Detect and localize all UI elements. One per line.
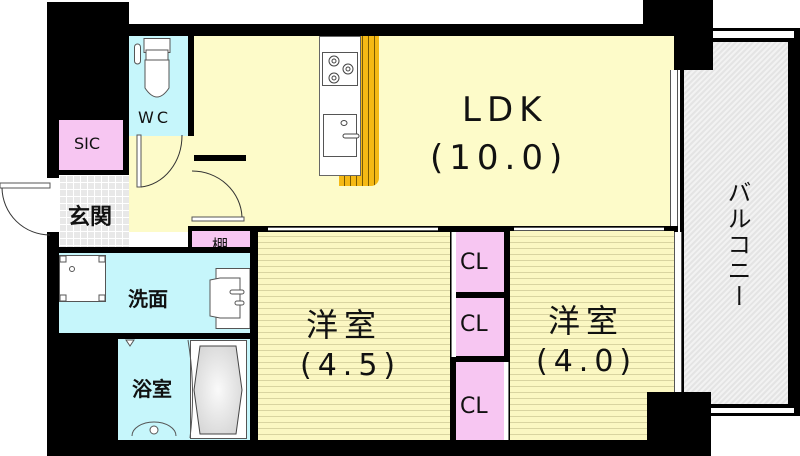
western-room-1-label: 洋室 xyxy=(306,306,383,344)
western-room-2-size: (4.0) xyxy=(536,344,638,379)
gas-stove-icon xyxy=(322,52,358,86)
washing-machine-pan-icon xyxy=(59,255,106,302)
closet-3-label: CL xyxy=(460,394,488,419)
ldk-door-swing[interactable] xyxy=(190,167,246,222)
closet-2 xyxy=(456,298,504,356)
balcony xyxy=(684,42,788,404)
structural-column-bottom-right-front xyxy=(647,392,711,456)
ldk-label: LDK xyxy=(462,90,548,130)
western-room-2-sliding-door[interactable] xyxy=(514,227,664,231)
kitchen-sink-icon xyxy=(323,114,360,157)
western-room-2 xyxy=(510,231,674,440)
western-room-2-balcony-window[interactable] xyxy=(674,232,682,392)
bathtub-icon xyxy=(190,340,247,439)
ldk-size: (10.0) xyxy=(430,138,569,178)
western-room-2-label: 洋室 xyxy=(548,302,625,340)
bathroom-folding-door[interactable] xyxy=(118,338,194,440)
closet-divider xyxy=(470,292,504,298)
wc-ldk-wall xyxy=(188,36,194,161)
bathroom-north-wall xyxy=(59,333,258,339)
washroom-north-wall xyxy=(47,247,258,253)
wc-label: WC xyxy=(138,108,171,127)
wc-door-swing[interactable] xyxy=(134,134,184,189)
closet-doors-1[interactable] xyxy=(451,232,456,357)
front-door-swing[interactable] xyxy=(0,181,56,237)
bath-western-room-wall xyxy=(250,226,258,440)
balcony-label: バルコニー xyxy=(723,180,751,310)
washroom-label: 洗面 xyxy=(128,287,168,311)
closet-3 xyxy=(456,362,504,440)
western-room-1-size: (4.5) xyxy=(300,348,402,383)
closet-2-label: CL xyxy=(460,312,488,337)
western-room-1 xyxy=(258,231,451,440)
entrance-genkan xyxy=(59,175,129,247)
closet-1-label: CL xyxy=(460,250,488,275)
toilet-icon xyxy=(134,38,171,98)
west-wall-lower xyxy=(47,232,59,456)
washbasin-icon xyxy=(209,268,251,329)
sic-closet xyxy=(59,120,123,170)
closet-doors-3[interactable] xyxy=(504,362,509,440)
western-room-1-sliding-door[interactable] xyxy=(268,227,438,231)
entrance-label: 玄関 xyxy=(68,205,113,230)
ldk-partition-stub xyxy=(188,155,246,161)
shaft-block xyxy=(59,332,119,440)
ldk-room xyxy=(194,36,674,226)
ldk-balcony-window[interactable] xyxy=(670,70,678,226)
bathroom-label: 浴室 xyxy=(132,377,172,401)
closet-1 xyxy=(456,232,504,292)
north-wall xyxy=(129,24,681,36)
sic-label: SIC xyxy=(74,134,101,153)
south-wall xyxy=(47,440,687,456)
